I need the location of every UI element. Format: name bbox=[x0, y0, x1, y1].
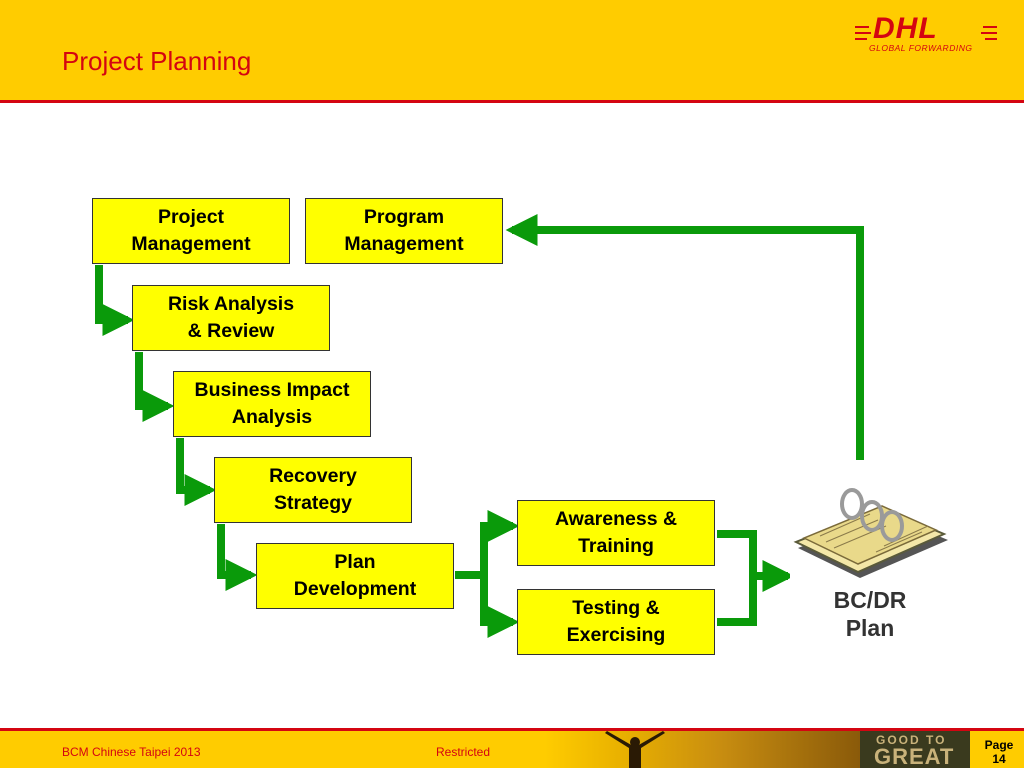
arrow-awareness-merge bbox=[717, 530, 757, 576]
arrow-risk-to-bia bbox=[135, 352, 175, 422]
footer-campaign-photo bbox=[545, 731, 860, 768]
header-bar: Project Planning DHL GLOBAL FORWARDING bbox=[0, 0, 1024, 103]
campaign-bottom-text: GREAT bbox=[874, 744, 955, 769]
step-program-management: Program Management bbox=[305, 198, 503, 264]
logo-stripe bbox=[983, 26, 997, 28]
arrow-to-testing bbox=[480, 575, 520, 638]
good-to-great-badge: GOOD TO GREAT bbox=[860, 731, 970, 769]
dhl-logo: DHL GLOBAL FORWARDING bbox=[855, 12, 1007, 56]
step-recovery-strategy: Recovery Strategy bbox=[214, 457, 412, 523]
logo-stripe bbox=[855, 26, 869, 28]
logo-subtitle: GLOBAL FORWARDING bbox=[869, 43, 973, 53]
footer-classification: Restricted bbox=[436, 745, 491, 759]
footer-left-text: BCM Chinese Taipei 2013 bbox=[62, 745, 201, 759]
step-project-management: Project Management bbox=[92, 198, 290, 264]
arrow-bia-to-recovery bbox=[176, 438, 217, 506]
arrow-feedback-loop bbox=[505, 214, 864, 460]
campaign-top-text: GOOD TO bbox=[876, 733, 947, 747]
bcdr-plan-output: BC/DR Plan bbox=[790, 478, 950, 643]
step-risk-analysis: Risk Analysis & Review bbox=[132, 285, 330, 351]
slide-title: Project Planning bbox=[62, 46, 252, 76]
page-number: 14 bbox=[992, 752, 1006, 766]
arrow-to-awareness bbox=[480, 510, 520, 575]
binder-icon bbox=[793, 488, 948, 578]
step-awareness-training: Awareness & Training bbox=[517, 500, 715, 566]
step-testing-exercising: Testing & Exercising bbox=[517, 589, 715, 655]
person-silhouette-icon bbox=[605, 731, 665, 768]
page-label: Page bbox=[984, 738, 1014, 752]
footer-bar: BCM Chinese Taipei 2013 Restricted GOOD … bbox=[0, 728, 1024, 769]
bcdr-plan-label: BC/DR Plan bbox=[833, 587, 907, 641]
arrow-testing-merge bbox=[717, 576, 757, 626]
page-indicator: Page 14 bbox=[975, 734, 1023, 768]
arrow-pm-to-risk bbox=[95, 265, 135, 336]
logo-wordmark: DHL bbox=[873, 12, 938, 45]
arrow-recovery-to-plan bbox=[217, 524, 258, 591]
step-plan-development: Plan Development bbox=[256, 543, 454, 609]
logo-stripe bbox=[981, 32, 997, 34]
step-business-impact-analysis: Business Impact Analysis bbox=[173, 371, 371, 437]
logo-stripe bbox=[855, 38, 867, 40]
logo-stripe bbox=[985, 38, 997, 40]
logo-stripe bbox=[855, 32, 871, 34]
